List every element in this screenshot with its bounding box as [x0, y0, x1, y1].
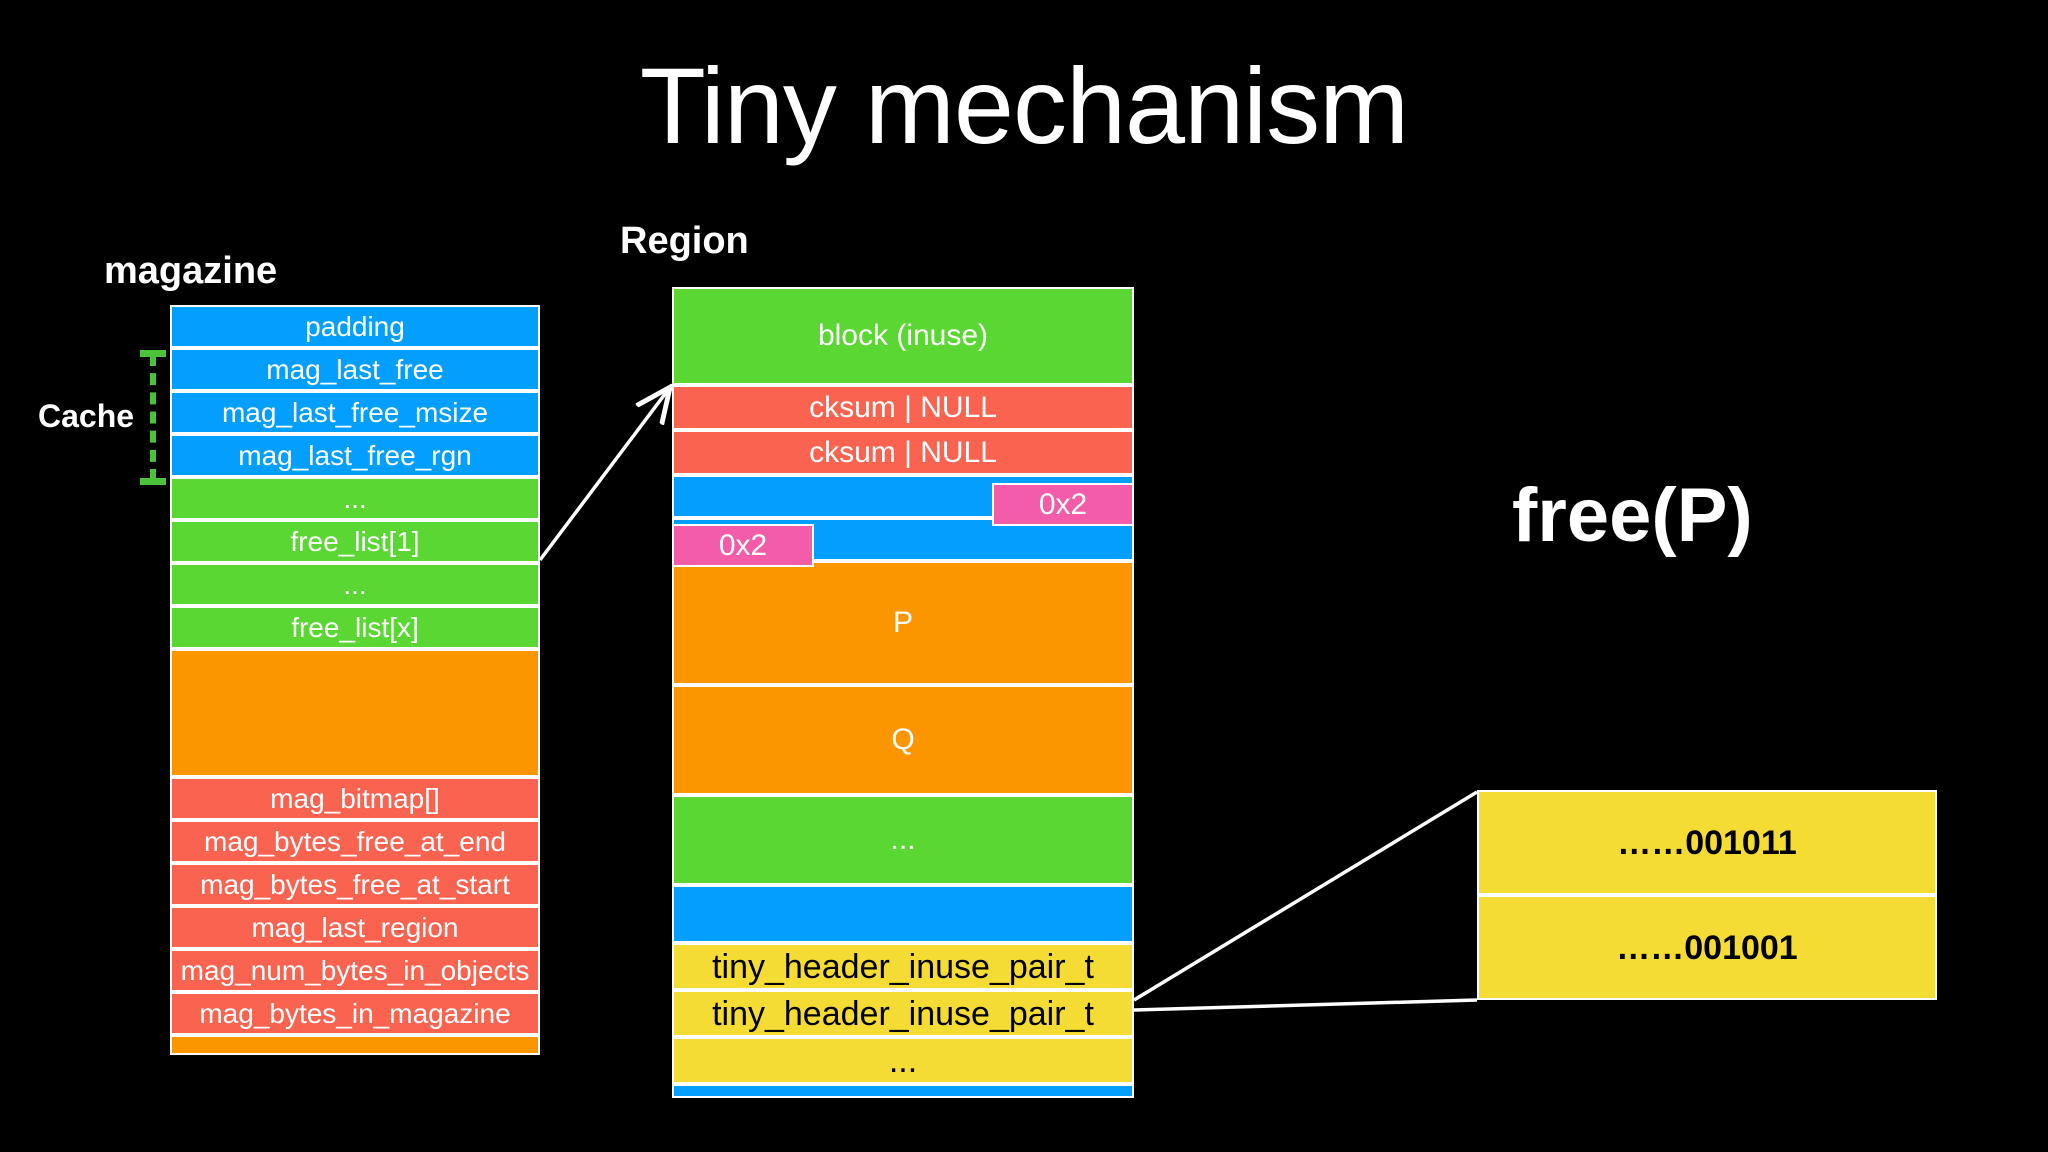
magazine-row-label: mag_last_free [266, 353, 444, 385]
cache-bracket-icon [140, 350, 166, 485]
region-size-tag: 0x2 [672, 524, 814, 567]
magazine-row-label: mag_last_free_rgn [238, 439, 472, 471]
region-row-label: block (inuse) [817, 319, 989, 352]
page-title: Tiny mechanism [639, 45, 1409, 166]
region-row: block (inuse) [672, 287, 1134, 385]
magazine-row: mag_last_region [170, 906, 540, 949]
magazine-row-label: mag_bitmap[] [270, 782, 440, 814]
region-row-label: cksum | NULL [809, 435, 997, 469]
magazine-row: mag_bytes_in_magazine [170, 992, 540, 1035]
region-caption: Region [620, 220, 749, 262]
magazine-row-label: ... [343, 482, 367, 514]
region-row: ... [672, 1037, 1134, 1084]
region-row-label: P [892, 606, 913, 639]
cache-label: Cache [38, 398, 135, 434]
magazine-row: mag_last_free [170, 348, 540, 391]
cache-bracket-stem [150, 354, 156, 481]
magazine-row: mag_bytes_free_at_start [170, 863, 540, 906]
magazine-row-label: ... [343, 568, 367, 600]
region-row: cksum | NULL [672, 385, 1134, 430]
arrow-freelist-to-region [538, 390, 668, 562]
magazine-row: ... [170, 563, 540, 606]
callout-line-top [1133, 790, 1478, 1002]
magazine-row-label: free_list[x] [291, 611, 419, 643]
bitmap-callout-row-label: ……001001 [1616, 928, 1798, 967]
magazine-row-label: mag_last_free_msize [221, 396, 489, 428]
magazine-row-label: mag_bytes_in_magazine [199, 997, 511, 1029]
magazine-row: mag_bitmap[] [170, 777, 540, 820]
cache-bracket-top-cap [140, 350, 166, 357]
magazine-caption: magazine [104, 250, 278, 292]
region-row: Q [672, 685, 1134, 795]
bitmap-callout-row-label: ……001011 [1617, 823, 1797, 862]
magazine-row-label: mag_num_bytes_in_objects [180, 954, 530, 986]
region-row: ... [672, 795, 1134, 885]
region-size-tag: 0x2 [992, 483, 1134, 526]
region-row-label: cksum | NULL [809, 390, 997, 424]
cache-bracket-bottom-cap [140, 478, 166, 485]
magazine-row-label: padding [305, 310, 405, 342]
region-row-label: Q [891, 723, 915, 756]
region-size-tag-label: 0x2 [1038, 487, 1088, 521]
region-row [672, 1084, 1134, 1098]
magazine-row: ... [170, 477, 540, 520]
magazine-row [170, 649, 540, 777]
magazine-row-label: free_list[1] [290, 525, 420, 557]
region-row: tiny_header_inuse_pair_t [672, 943, 1134, 990]
magazine-row [170, 1035, 540, 1055]
region-row-label: tiny_header_inuse_pair_t [712, 994, 1094, 1033]
region-row [672, 885, 1134, 943]
region-row-label: ... [888, 1041, 918, 1080]
magazine-row: mag_last_free_rgn [170, 434, 540, 477]
magazine-row-label: mag_bytes_free_at_end [204, 825, 506, 857]
region-stack: block (inuse) cksum | NULL cksum | NULL P Q.… [672, 287, 1134, 1098]
free-call-label: free(P) [1512, 473, 1753, 558]
bitmap-callout-row: ……001001 [1477, 895, 1937, 1000]
magazine-row: mag_num_bytes_in_objects [170, 949, 540, 992]
magazine-row-label: mag_last_region [251, 911, 459, 943]
bitmap-callout-row: ……001011 [1477, 790, 1937, 895]
magazine-row: free_list[1] [170, 520, 540, 563]
bitmap-callout-box: ……001011 ……001001 [1477, 790, 1937, 1000]
region-row-label: ... [890, 823, 916, 856]
magazine-row: mag_bytes_free_at_end [170, 820, 540, 863]
magazine-row-label: mag_bytes_free_at_start [200, 868, 510, 900]
region-size-tag-label: 0x2 [718, 528, 768, 562]
magazine-row: padding [170, 305, 540, 348]
magazine-row: mag_last_free_msize [170, 391, 540, 434]
magazine-row: free_list[x] [170, 606, 540, 649]
region-row-label: tiny_header_inuse_pair_t [712, 947, 1094, 986]
callout-line-bottom [1133, 998, 1478, 1012]
region-row: cksum | NULL [672, 430, 1134, 475]
region-row: tiny_header_inuse_pair_t [672, 990, 1134, 1037]
region-row: P [672, 561, 1134, 685]
